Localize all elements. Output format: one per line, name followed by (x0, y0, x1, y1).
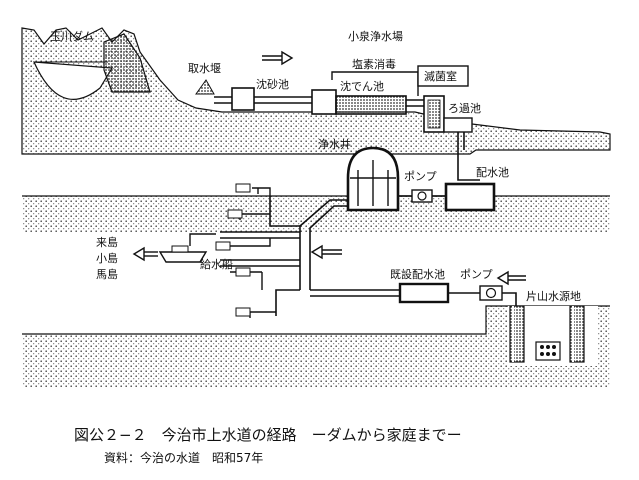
middle-ground (22, 196, 610, 232)
label-intake-weir: 取水堰 (188, 62, 221, 75)
label-existing-reservoir: 既設配水池 (390, 267, 445, 281)
pipe-to-distribution (457, 132, 480, 181)
katayama-source-structure (508, 305, 598, 366)
caption-source: 資料：今治の水道 昭和57年 (104, 450, 263, 465)
label-clear-well: 浄水井 (318, 137, 351, 151)
label-sterilization-room: 滅菌室 (424, 69, 457, 83)
treatment-plant (214, 65, 473, 133)
arrow-into-city (310, 244, 342, 260)
intake-weir-structure (195, 79, 215, 95)
dam-body (103, 33, 151, 93)
label-tamagawa-dam: 玉川ダム (50, 29, 94, 43)
label-katayama-source: 片山水源地 (526, 289, 581, 303)
distribution-reservoir-box (444, 182, 496, 212)
label-island-2: 小島 (96, 251, 118, 265)
reservoir-water (33, 61, 114, 100)
label-supply-ship: 給水船 (200, 257, 233, 271)
label-chlorine: 塩素消毒 (352, 57, 396, 71)
sand-basin-box (231, 87, 255, 111)
label-koizumi-plant: 小泉浄水場 (348, 29, 403, 43)
label-sand-basin: 沈砂池 (256, 77, 289, 91)
caption-title: 図公２−２ 今治市上水道の経路 ーダムから家庭までー (74, 426, 462, 444)
flow-arrow-upper (262, 50, 294, 66)
label-island-3: 馬島 (96, 267, 118, 281)
arrow-to-islands (132, 246, 158, 262)
pump-lower-symbol (479, 285, 503, 301)
clear-well (346, 146, 400, 212)
flow-arrow-lower (496, 270, 526, 286)
label-filter-basin: ろ過池 (448, 102, 481, 115)
distribution-pipes (189, 183, 400, 318)
sterilization-room-box (417, 65, 469, 87)
label-pump-lower: ポンプ (460, 268, 493, 281)
settling-basin-box (335, 95, 407, 115)
supply-ship-symbol (158, 245, 208, 263)
lower-ground (22, 306, 610, 388)
existing-reservoir-box (398, 282, 450, 304)
label-distribution-reservoir: 配水池 (476, 166, 509, 179)
filter-basin-side (443, 117, 473, 133)
settling-left (311, 89, 337, 115)
label-pump-upper: ポンプ (404, 170, 437, 183)
label-island-1: 来島 (96, 235, 118, 249)
label-settling-basin: 沈でん池 (340, 79, 384, 93)
pump-upper-symbol (398, 189, 446, 203)
